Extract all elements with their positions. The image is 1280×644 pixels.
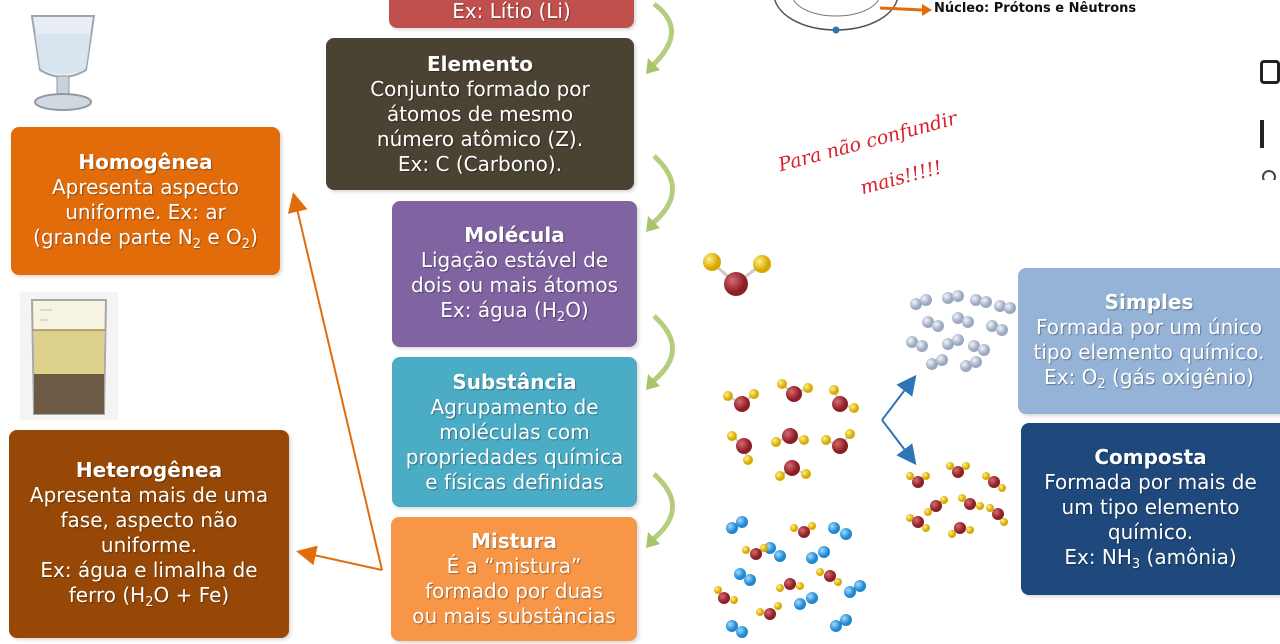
simples-line: tipo elemento químico. xyxy=(1033,339,1265,364)
homogenea-line: uniforme. Ex: ar xyxy=(65,199,226,224)
nucleus-label: Núcleo: Prótons e Nêutrons xyxy=(934,1,1137,16)
substancia-title: Substância xyxy=(452,369,577,394)
substancia-line: e físicas definidas xyxy=(425,469,604,494)
composta-example: Ex: NH3 (amônia) xyxy=(1064,545,1237,572)
molecula-line: dois ou mais átomos xyxy=(410,272,619,297)
elemento-line: Conjunto formado por xyxy=(370,76,590,101)
atom-example: Ex: Lítio (Li) xyxy=(452,0,571,23)
mixture-molecules xyxy=(714,516,866,638)
substancia-line: Agrupamento de xyxy=(430,394,599,419)
curve-arrows xyxy=(650,1,675,542)
elemento-line: átomos de mesmo xyxy=(386,101,574,126)
mistura-title: Mistura xyxy=(471,529,557,553)
molecula-box: Molécula Ligação estável de dois ou mais… xyxy=(392,201,637,347)
mistura-line: formado por duas xyxy=(425,579,603,603)
homogenea-box: Homogênea Apresenta aspecto uniforme. Ex… xyxy=(11,127,280,275)
arrow-to-simples xyxy=(881,374,917,421)
substancia-box: Substância Agrupamento de moléculas com … xyxy=(392,357,637,507)
heterogenea-formula: ferro (H2O + Fe) xyxy=(68,582,230,610)
substance-molecules xyxy=(723,379,859,481)
heterogenea-line: fase, aspecto não xyxy=(60,507,238,532)
heterogenea-line: Ex: água e limalha de xyxy=(40,557,258,582)
heterogenea-title: Heterogênea xyxy=(75,457,223,482)
molecula-line: Ligação estável de xyxy=(420,247,609,272)
composta-title: Composta xyxy=(1094,445,1207,469)
composta-line: Formada por mais de xyxy=(1044,470,1257,494)
composta-line: químico. xyxy=(1107,520,1194,544)
homogenea-line: Apresenta aspecto xyxy=(51,174,240,199)
water-glass-icon xyxy=(30,15,96,111)
simple-substance-molecules xyxy=(906,290,1016,372)
elemento-title: Elemento xyxy=(426,51,534,76)
mistura-line: ou mais substâncias xyxy=(412,604,616,628)
molecula-example: Ex: água (H2O) xyxy=(440,297,589,325)
arrow-to-heterogenea xyxy=(296,545,383,571)
compound-substance-molecules xyxy=(906,462,1008,538)
homogenea-title: Homogênea xyxy=(78,149,213,174)
homogenea-formula: (grande parte N2 e O2) xyxy=(33,224,258,252)
mistura-box: Mistura É a “mistura” formado por duas o… xyxy=(391,517,637,641)
mistura-line: É a “mistura” xyxy=(446,554,582,578)
composta-box: Composta Formada por mais de um tipo ele… xyxy=(1021,423,1280,595)
simples-example: Ex: O2 (gás oxigênio) xyxy=(1044,364,1254,392)
beaker-icon xyxy=(20,292,118,420)
heterogenea-line: Apresenta mais de uma xyxy=(29,482,269,507)
arrow-to-composta xyxy=(881,419,917,466)
molecula-title: Molécula xyxy=(464,222,565,247)
composta-line: um tipo elemento xyxy=(1061,495,1240,519)
heterogenea-line: uniforme. xyxy=(100,532,198,557)
simples-line: Formada por um único xyxy=(1035,314,1263,339)
edge-fragment xyxy=(1258,20,1280,180)
curve-arrow-heads xyxy=(646,58,660,548)
heterogenea-box: Heterogênea Apresenta mais de uma fase, … xyxy=(9,430,289,638)
elemento-box: Elemento Conjunto formado por átomos de … xyxy=(326,38,634,190)
simples-title: Simples xyxy=(1104,289,1194,314)
simples-box: Simples Formada por um único tipo elemen… xyxy=(1018,268,1280,414)
substancia-line: propriedades química xyxy=(405,444,624,469)
atom-example-box: Ex: Lítio (Li) xyxy=(389,0,634,28)
elemento-line: número atômico (Z). xyxy=(376,126,584,151)
arrow-to-homogenea xyxy=(287,192,383,571)
substancia-line: moléculas com xyxy=(439,419,590,444)
elemento-line: Ex: C (Carbono). xyxy=(397,151,563,176)
water-molecule xyxy=(703,253,771,296)
